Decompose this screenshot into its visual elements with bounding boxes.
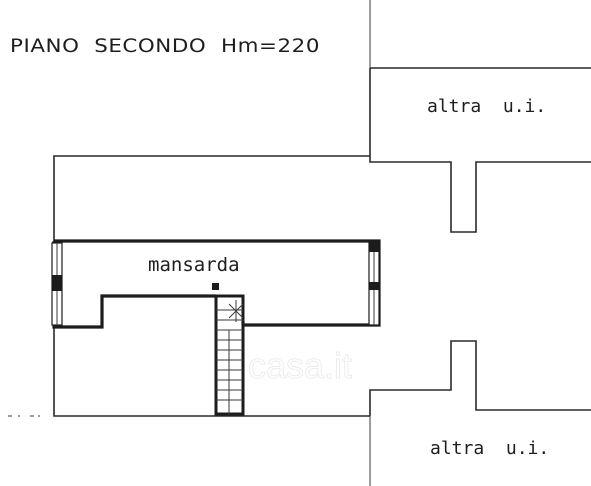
room-label-mansarda: mansarda: [148, 254, 240, 276]
room-label-neighbor-top: altra u.i.: [427, 96, 546, 117]
window-left: [51, 242, 63, 326]
plan-title: PIANO SECONDO Hm=220: [10, 35, 320, 57]
watermark-text: casa.it: [248, 345, 352, 386]
room-label-neighbor-bottom: altra u.i.: [430, 438, 549, 459]
neighbor-unit-bottom-wall: [369, 340, 591, 416]
neighbor-unit-top-wall: [369, 67, 591, 233]
staircase: [212, 283, 245, 416]
window-right: [368, 242, 380, 326]
